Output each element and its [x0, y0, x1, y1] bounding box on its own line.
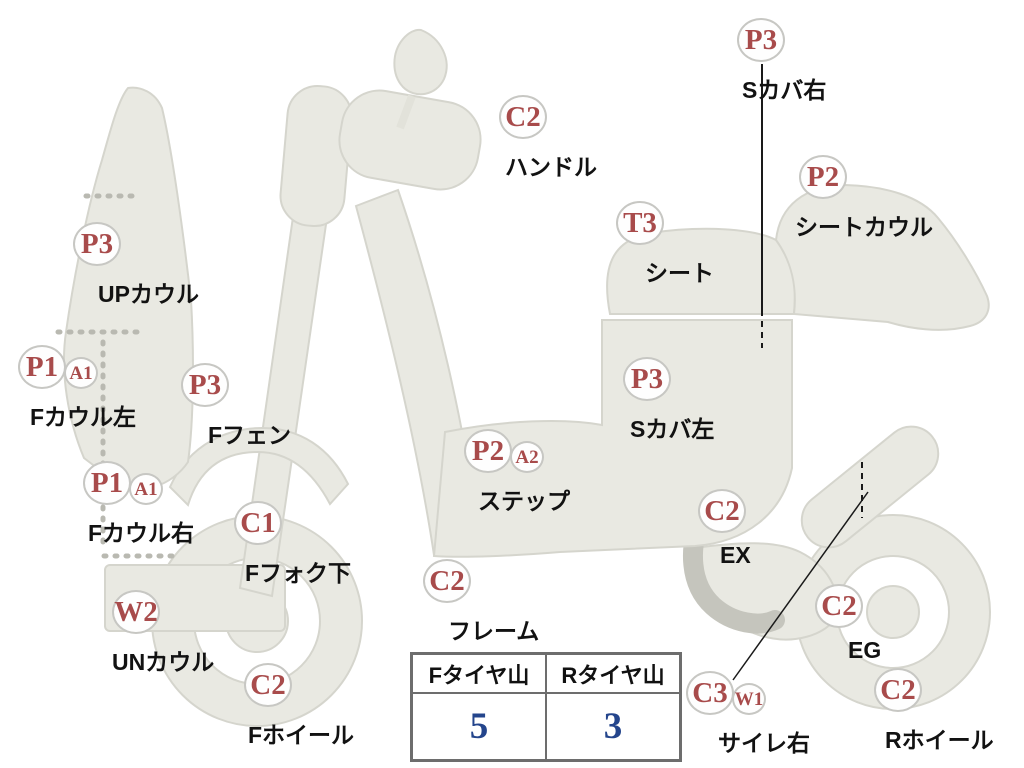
damage-marker-ex: C2 EX: [698, 489, 751, 569]
marker-label: EX: [720, 542, 751, 568]
damage-marker-un-cowl: W2 UNカウル: [112, 590, 214, 677]
marker-sub-code-badge: W1: [732, 683, 766, 715]
damage-marker-seat: T3 シート: [616, 201, 714, 288]
marker-sub-code: W1: [734, 688, 764, 710]
marker-code-badge: C2: [698, 489, 746, 533]
marker-code: P3: [630, 362, 664, 395]
marker-code: P1: [90, 466, 124, 499]
damage-marker-eg: C2 EG: [815, 584, 881, 664]
marker-sub-code: A1: [69, 362, 93, 384]
marker-code: P3: [80, 227, 114, 260]
marker-code: P3: [188, 368, 222, 401]
marker-code-badge: C2: [499, 95, 547, 139]
marker-label: Sカバ右: [742, 77, 827, 103]
marker-code: C2: [704, 494, 740, 527]
damage-marker-ffork-lower: C1 Fフォク下: [234, 501, 351, 588]
marker-label: ステップ: [478, 488, 570, 514]
marker-code-badge: C2: [815, 584, 863, 628]
front-fender-shape: [168, 426, 350, 507]
marker-code: C2: [250, 668, 286, 701]
marker-code: T3: [623, 206, 657, 239]
damage-marker-scover-left: P3 Sカバ左: [623, 357, 714, 444]
marker-code-badge: C1: [234, 501, 282, 545]
damage-marker-fwheel: C2 Fホイール: [244, 663, 354, 750]
silencer-shape: [800, 425, 940, 549]
marker-sub-code: A2: [515, 446, 539, 468]
damage-marker-fcowl-left: P1 A1 Fカウル左: [18, 345, 136, 432]
marker-sub-code-badge: A1: [129, 473, 163, 505]
marker-label: Sカバ左: [630, 416, 715, 442]
marker-code-badge: P1: [83, 461, 131, 505]
damage-marker-up-cowl: P3 UPカウル: [73, 222, 199, 309]
marker-label: シート: [645, 260, 714, 286]
marker-code: W2: [114, 595, 158, 628]
damage-marker-step: P2 A2 ステップ: [464, 429, 570, 516]
marker-sub-code: A1: [134, 478, 158, 500]
marker-code: C1: [240, 506, 276, 539]
marker-label: UNカウル: [112, 649, 215, 675]
front-tire-header: Fタイヤ山: [412, 654, 546, 693]
damage-marker-frame: C2 フレーム: [423, 559, 539, 646]
marker-label: EG: [848, 637, 882, 663]
rear-wheel-shape: [795, 514, 991, 710]
tire-tread-table: Fタイヤ山 Rタイヤ山 5 3: [410, 652, 682, 762]
headlight-cover-shape: [338, 89, 482, 191]
marker-code-badge: C3: [686, 671, 734, 715]
marker-code-badge: C2: [423, 559, 471, 603]
marker-label: サイレ右: [718, 730, 810, 756]
marker-code-badge: C2: [874, 668, 922, 712]
silencer-leader-line: [732, 491, 869, 681]
marker-code-badge: P3: [737, 18, 785, 62]
marker-label: ハンドル: [505, 154, 597, 180]
marker-label: Fフォク下: [245, 560, 352, 586]
marker-code-badge: T3: [616, 201, 664, 245]
marker-code: C2: [880, 673, 916, 706]
marker-code: P3: [744, 23, 778, 56]
damage-marker-rwheel: C2 Rホイール: [874, 668, 994, 755]
damage-marker-silencer-right: C3 W1 サイレ右: [686, 671, 810, 758]
panel-seam-dotted-lines: [55, 193, 179, 559]
front-tire-value: 5: [412, 693, 546, 760]
marker-label: Rホイール: [885, 727, 994, 753]
marker-code: P2: [471, 434, 505, 467]
marker-code-badge: P2: [799, 155, 847, 199]
marker-label: Fホイール: [248, 722, 355, 748]
rear-tire-value: 3: [546, 693, 680, 760]
marker-code-badge: C2: [244, 663, 292, 707]
rear-tire-header: Rタイヤ山: [546, 654, 680, 693]
marker-code: C2: [505, 100, 541, 133]
marker-label: Fフェン: [208, 422, 292, 448]
marker-code-badge: P1: [18, 345, 66, 389]
marker-code: C3: [692, 676, 728, 709]
marker-label: UPカウル: [98, 281, 199, 307]
marker-code-badge: P3: [623, 357, 671, 401]
marker-label: フレーム: [448, 618, 540, 644]
damage-marker-fcowl-right: P1 A1 Fカウル右: [83, 461, 194, 548]
marker-code: P1: [25, 350, 59, 383]
damage-marker-ffender: P3 Fフェン: [181, 363, 291, 450]
marker-label: Fカウル左: [30, 404, 137, 430]
damage-marker-seat-cowl: P2 シートカウル: [795, 155, 933, 242]
marker-label: シートカウル: [795, 214, 933, 240]
mirror-shape: [393, 28, 448, 130]
marker-code: C2: [821, 589, 857, 622]
damage-marker-scover-right: P3 Sカバ右: [737, 18, 826, 105]
marker-label: Fカウル右: [88, 520, 195, 546]
damage-marker-handle: C2 ハンドル: [499, 95, 597, 182]
marker-code: P2: [806, 160, 840, 193]
marker-code-badge: P2: [464, 429, 512, 473]
marker-code: C2: [429, 564, 465, 597]
marker-code-badge: W2: [112, 590, 160, 634]
marker-sub-code-badge: A1: [64, 357, 98, 389]
annotation-lines: [732, 64, 869, 681]
marker-sub-code-badge: A2: [510, 441, 544, 473]
marker-code-badge: P3: [181, 363, 229, 407]
marker-code-badge: P3: [73, 222, 121, 266]
